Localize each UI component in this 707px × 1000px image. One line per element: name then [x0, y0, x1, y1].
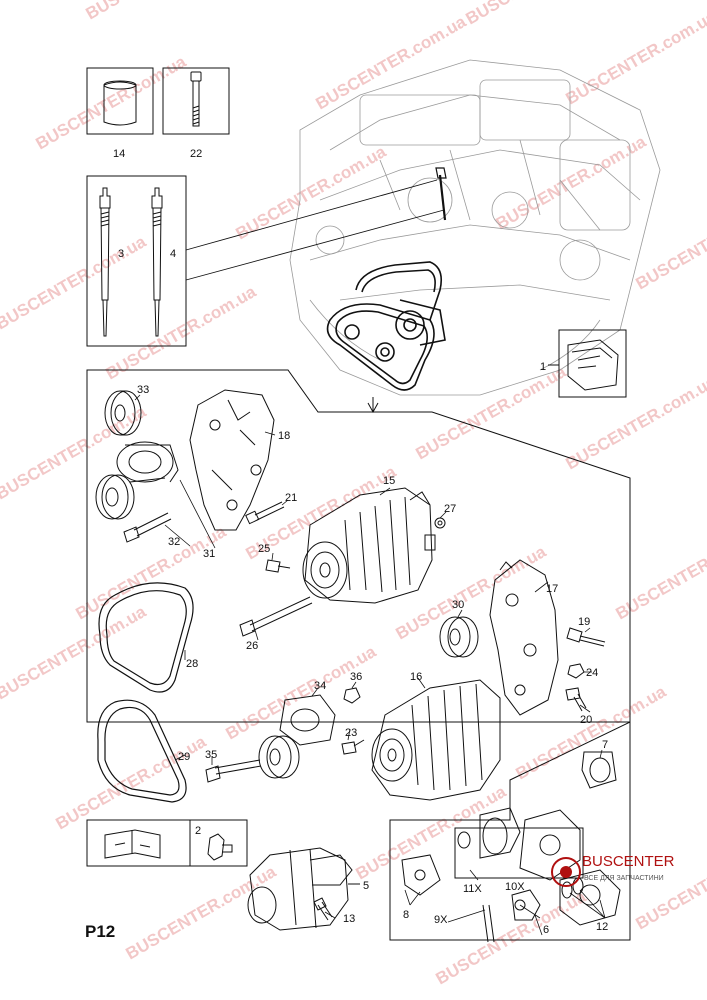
alternator-15 — [302, 487, 436, 604]
callout-22: 22 — [190, 148, 202, 160]
watermark: BUSCENTER.com.ua — [563, 372, 707, 474]
callout-29: 29 — [178, 751, 190, 763]
brand-logo: BUSCENTER ВСЕ ДЛЯ ЗАПЧАСТИНИ — [551, 853, 675, 887]
part-box-22 — [162, 67, 230, 135]
callout-4: 4 — [170, 248, 176, 260]
accessory-drive-frame — [86, 369, 631, 723]
callout-17: 17 — [546, 583, 558, 595]
watermark: BUSCENTER.com.ua — [633, 832, 707, 934]
idler-pulley-30 — [439, 616, 479, 658]
callout-5: 5 — [363, 880, 369, 892]
watermark: BUSCENTER.com.ua — [103, 282, 260, 384]
callout-23: 23 — [345, 727, 357, 739]
part-box-14 — [86, 67, 154, 135]
watermark: BUSCENTER.com.ua — [563, 7, 707, 109]
callout-30: 30 — [452, 599, 464, 611]
callout-16: 16 — [410, 671, 422, 683]
pulley-35 — [205, 735, 300, 783]
callout-3: 3 — [118, 248, 124, 260]
callout-2: 2 — [195, 825, 201, 837]
watermark: BUSCENTER.com.ua — [613, 522, 707, 624]
callout-8: 8 — [403, 909, 409, 921]
bolt-19 — [566, 627, 606, 647]
callout-21: 21 — [285, 492, 297, 504]
bolt-32 — [123, 512, 172, 543]
watermark: BUSCENTER.com.ua — [393, 542, 550, 644]
reference-box — [86, 819, 248, 867]
callout-1: 1 — [540, 361, 546, 373]
watermark: BUSCENTER.com.ua — [233, 142, 390, 244]
brand-subtitle: ВСЕ ДЛЯ ЗАПЧАСТИНИ — [584, 875, 664, 882]
callout-26: 26 — [246, 640, 258, 652]
bolt-26 — [239, 596, 313, 637]
watermark: BUSCENTER.com.ua — [0, 232, 150, 334]
tensioner-34 — [279, 694, 336, 746]
callout-33: 33 — [137, 384, 149, 396]
nut-24 — [567, 663, 585, 679]
callout-10x: 10X — [505, 881, 525, 893]
idler-pulley-33 — [104, 390, 142, 436]
callout-20: 20 — [580, 714, 592, 726]
tensioner-assembly-31 — [95, 441, 179, 520]
bolt-23 — [341, 739, 365, 755]
watermark: BUSCENTER.com.ua — [493, 132, 650, 234]
callout-19: 19 — [578, 616, 590, 628]
drive-belt-29 — [97, 699, 187, 803]
bolt-25 — [265, 559, 291, 573]
watermark: BUSCENTER.com.ua — [633, 192, 707, 294]
watermark: BUSCENTER.com.ua — [0, 402, 150, 504]
callout-25: 25 — [258, 543, 270, 555]
callout-12: 12 — [596, 921, 608, 933]
callout-14: 14 — [113, 148, 125, 160]
watermark: BUSCENTER.com.ua — [73, 522, 230, 624]
starter-exploded-box — [389, 721, 631, 943]
part-box-glow-plugs — [86, 175, 445, 347]
callout-18: 18 — [278, 430, 290, 442]
nut-36 — [343, 687, 361, 704]
watermark: BUSCENTER.com.ua — [0, 602, 150, 704]
brand-name: BUSCENTER — [582, 853, 675, 870]
bolt-20 — [565, 687, 587, 712]
callout-6: 6 — [543, 924, 549, 936]
watermark: BUSCENTER.com.ua — [33, 52, 190, 154]
callout-28: 28 — [186, 658, 198, 670]
callout-27: 27 — [444, 503, 456, 515]
watermark: BUSCENTER.com.ua — [83, 0, 240, 23]
nut-27 — [434, 517, 446, 529]
watermark: BUSCENTER.com.ua — [513, 682, 670, 784]
callout-7: 7 — [602, 739, 608, 751]
callout-15: 15 — [383, 475, 395, 487]
drive-belt-28 — [98, 582, 194, 693]
page-label: P12 — [85, 922, 115, 941]
watermark: BUSCENTER.com.ua — [413, 362, 570, 464]
callout-labels: 1 2 3 4 5 6 7 8 9X 10X 11X 12 13 14 15 1… — [113, 148, 608, 936]
callout-11x: 11X — [463, 883, 482, 895]
callout-13: 13 — [343, 913, 355, 925]
bolt-21 — [245, 501, 285, 525]
alternator-16 — [371, 679, 501, 801]
bracket-17 — [489, 559, 559, 716]
starter-motor-5 — [247, 847, 360, 931]
part-box-1 — [548, 329, 627, 398]
engine-block-illustration — [289, 59, 661, 396]
engine-belt-routing — [326, 167, 447, 391]
watermark: BUSCENTER.com.ua — [353, 782, 510, 884]
callout-9x: 9X — [434, 914, 448, 926]
callout-24: 24 — [586, 667, 598, 679]
watermark: BUSCENTER.com.ua — [433, 887, 590, 989]
callout-35: 35 — [205, 749, 217, 761]
callout-36: 36 — [350, 671, 362, 683]
leader-lines — [134, 394, 606, 936]
callout-34: 34 — [314, 680, 326, 692]
watermark: BUSCENTER.com.ua — [463, 0, 620, 28]
watermark: BUSCENTER.com.ua — [123, 862, 280, 964]
callout-31: 31 — [203, 548, 215, 560]
callout-32: 32 — [168, 536, 180, 548]
watermark: BUSCENTER.com.ua — [313, 12, 470, 114]
bracket-18 — [189, 389, 275, 531]
